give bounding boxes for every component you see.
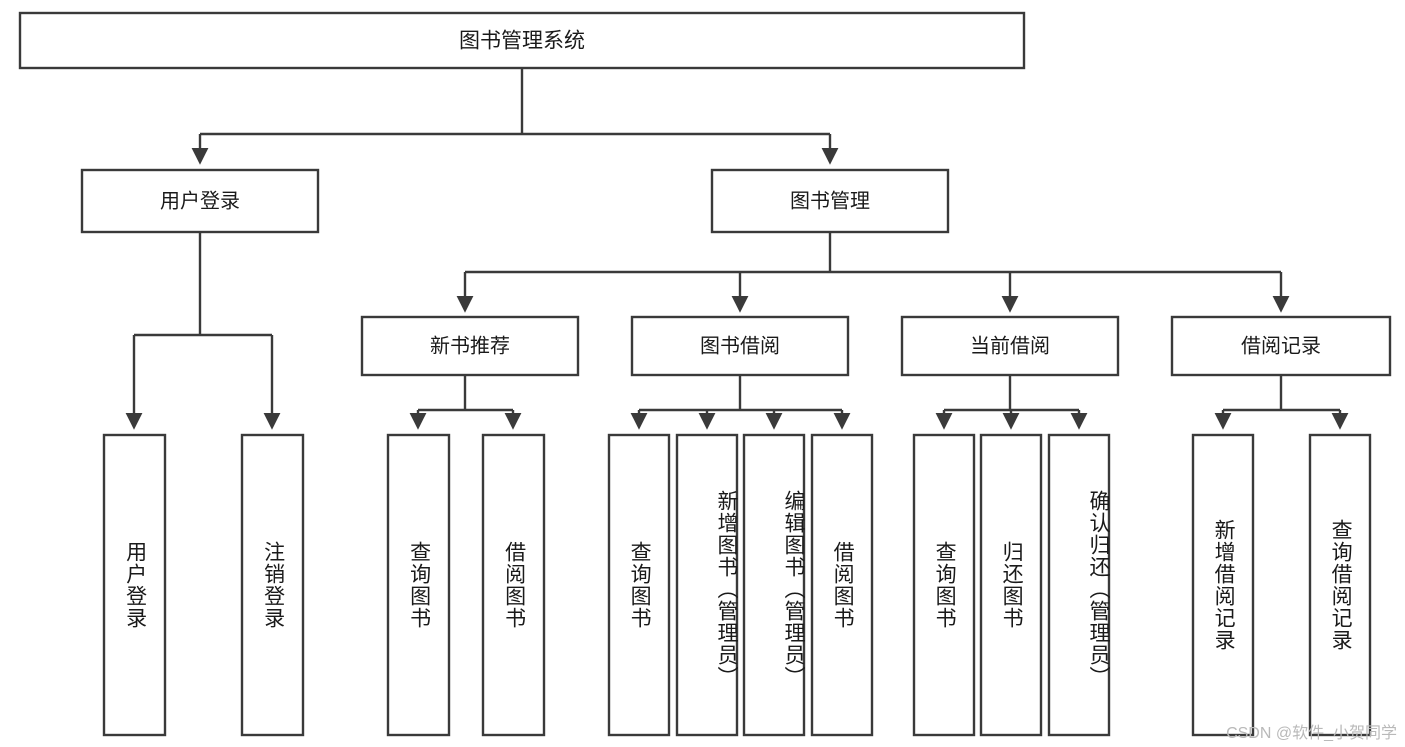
leaf-add-borrow-record-box[interactable] — [1191, 433, 1255, 737]
edges-book-management-to-level3 — [456, 232, 1290, 313]
leaf-logout-login-box[interactable] — [240, 433, 305, 737]
edges-current-borrow-to-leaves — [935, 375, 1088, 430]
leaf-borrow-book-1-box[interactable] — [481, 433, 546, 737]
leaf-query-borrow-record-box[interactable] — [1308, 433, 1372, 737]
edges-new-book-recommend-to-leaves — [409, 375, 522, 430]
node-borrow-record-label: 借阅记录 — [1241, 334, 1321, 357]
edges-root-to-level2 — [191, 68, 839, 165]
leaf-boxes — [102, 433, 1372, 737]
node-borrow-record[interactable]: 借阅记录 — [1170, 315, 1392, 377]
leaf-query-book-2-box[interactable] — [607, 433, 671, 737]
node-current-borrow[interactable]: 当前借阅 — [900, 315, 1120, 377]
edges-borrow-record-to-leaves — [1214, 375, 1349, 430]
node-new-book-recommend[interactable]: 新书推荐 — [360, 315, 580, 377]
node-user-login[interactable]: 用户登录 — [80, 168, 320, 234]
leaf-query-book-1-box[interactable] — [386, 433, 451, 737]
node-root[interactable]: 图书管理系统 — [18, 11, 1026, 70]
node-root-box[interactable] — [18, 11, 1026, 70]
leaf-query-book-3-box[interactable] — [912, 433, 976, 737]
node-book-borrow[interactable]: 图书借阅 — [630, 315, 850, 377]
node-book-management-label: 图书管理 — [790, 189, 870, 212]
node-current-borrow-label: 当前借阅 — [970, 334, 1050, 357]
node-current-borrow-box[interactable] — [900, 315, 1120, 377]
node-root-label: 图书管理系统 — [459, 30, 585, 53]
node-book-management-box[interactable] — [710, 168, 950, 234]
leaf-return-book-box[interactable] — [979, 433, 1043, 737]
node-book-borrow-label: 图书借阅 — [700, 334, 780, 357]
edges-book-borrow-to-leaves — [630, 375, 851, 430]
node-new-book-recommend-label: 新书推荐 — [430, 334, 510, 357]
leaf-borrow-book-2-box[interactable] — [810, 433, 874, 737]
leaf-confirm-return-admin-box[interactable] — [1047, 433, 1111, 737]
leaf-add-book-admin-box[interactable] — [675, 433, 739, 737]
node-user-login-box[interactable] — [80, 168, 320, 234]
edges-user-login-to-leaves — [125, 232, 281, 430]
node-book-borrow-box[interactable] — [630, 315, 850, 377]
csdn-watermark: CSDN @软件_小贺同学 — [1226, 725, 1397, 742]
node-user-login-label: 用户登录 — [160, 189, 240, 212]
node-book-management[interactable]: 图书管理 — [710, 168, 950, 234]
leaf-user-login-box[interactable] — [102, 433, 167, 737]
leaf-edit-book-admin-box[interactable] — [742, 433, 806, 737]
node-new-book-recommend-box[interactable] — [360, 315, 580, 377]
node-borrow-record-box[interactable] — [1170, 315, 1392, 377]
